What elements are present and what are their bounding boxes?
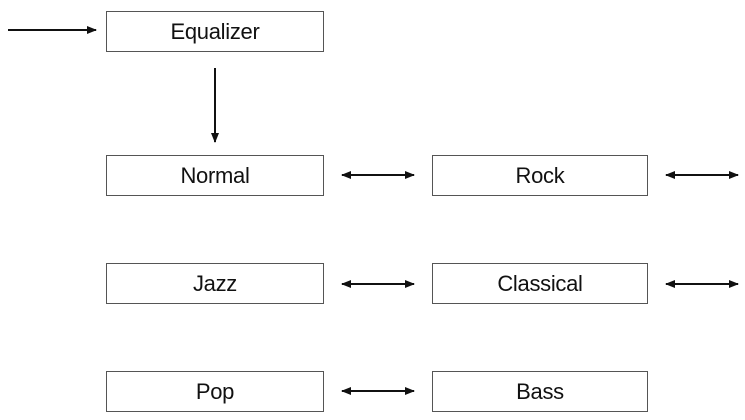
normal-box: Normal: [106, 155, 324, 196]
bass-box: Bass: [432, 371, 648, 412]
jazz-box: Jazz: [106, 263, 324, 304]
rock-box: Rock: [432, 155, 648, 196]
pop-box: Pop: [106, 371, 324, 412]
classical-box: Classical: [432, 263, 648, 304]
equalizer-box: Equalizer: [106, 11, 324, 52]
